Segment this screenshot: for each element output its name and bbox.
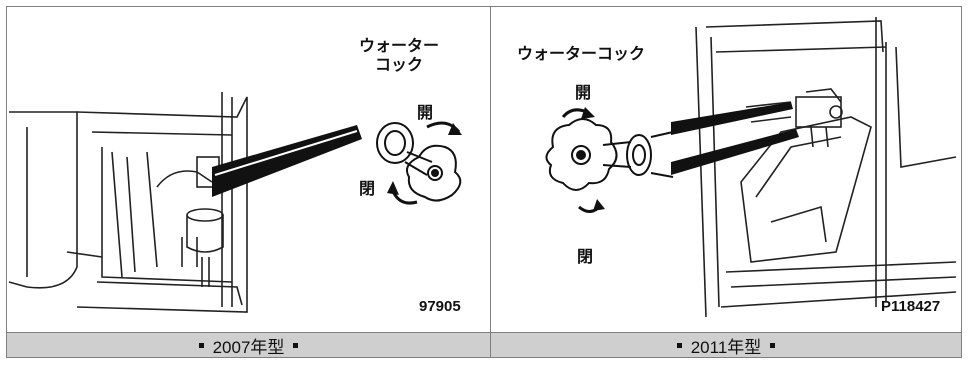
model-year-label: 2007年型 (212, 337, 285, 357)
figure-table: ウォーター コック 開 閉 97905 (6, 6, 962, 358)
open-label: 開 (417, 105, 434, 122)
bullet-icon (676, 342, 682, 348)
model-year-label: 2011年型 (690, 337, 762, 357)
bullet-icon (770, 342, 776, 348)
water-cock-2011-drawing (545, 17, 957, 318)
caption-2007: 2007年型 (7, 333, 491, 357)
water-cock-label: ウォーター コック (359, 38, 440, 74)
close-label: 閉 (359, 181, 376, 198)
illustration-2007: ウォーター コック 開 閉 97905 (7, 7, 491, 332)
caption-2011: 2011年型 (491, 333, 961, 357)
bullet-icon (293, 342, 299, 348)
figure-id: P118427 (881, 298, 941, 315)
caption-row: 2007年型 2011年型 (7, 332, 961, 357)
figure-id: 97905 (419, 298, 461, 315)
open-label: 開 (575, 85, 592, 102)
water-cock-2007-drawing (8, 92, 462, 313)
illustration-2011: ウォーターコック 開 閉 P118427 (491, 7, 961, 332)
bullet-icon (198, 342, 204, 348)
water-cock-label: ウォーターコック (517, 46, 646, 63)
close-label: 閉 (577, 249, 594, 266)
